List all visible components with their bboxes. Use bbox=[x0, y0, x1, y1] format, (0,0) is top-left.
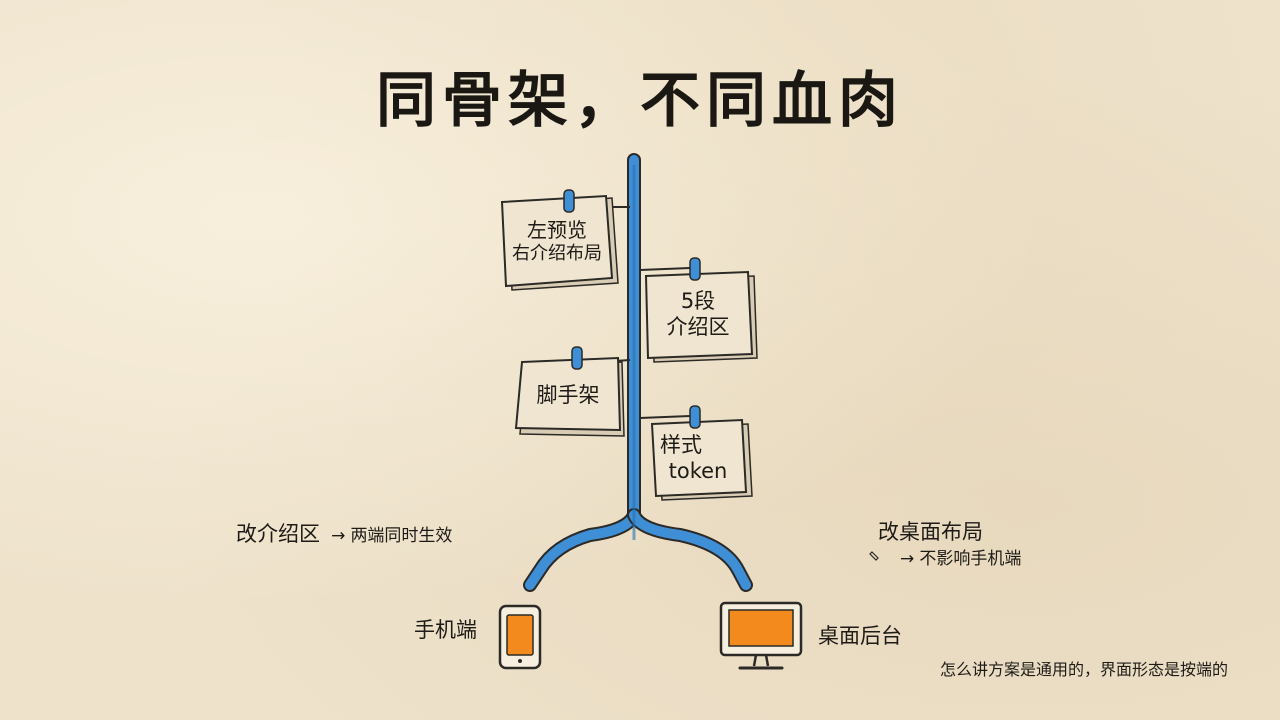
card-scaffold bbox=[514, 346, 625, 437]
card-line: 脚手架 bbox=[536, 383, 600, 407]
page-title: 同骨架，不同血肉 bbox=[376, 66, 904, 136]
card-preview-layout bbox=[500, 189, 619, 291]
clip-icon bbox=[689, 257, 701, 281]
card-style-token bbox=[650, 405, 753, 501]
clip-icon bbox=[689, 405, 701, 429]
card-preview-layout-text: 左预览 右介绍布局 bbox=[498, 218, 616, 266]
card-five-sections-text: 5段 介绍区 bbox=[646, 288, 750, 341]
right-annotation-result-line: → 不影响手机端 bbox=[900, 544, 1021, 569]
card-five-sections bbox=[644, 257, 758, 363]
right-annotation-action: 改桌面布局 bbox=[878, 520, 983, 544]
card-style-token-text: 样式 token bbox=[650, 432, 746, 485]
left-annotation: 改介绍区 → 两端同时生效 bbox=[236, 518, 452, 548]
right-annotation-arrow: → bbox=[900, 549, 915, 569]
card-line: 5段 bbox=[680, 289, 716, 313]
desktop-monitor-icon bbox=[719, 601, 803, 670]
clip-icon bbox=[571, 346, 583, 370]
mobile-label: 手机端 bbox=[414, 618, 477, 642]
footnote: 怎么讲方案是通用的，界面形态是按端的 bbox=[940, 660, 1229, 679]
clip-icon bbox=[563, 189, 575, 213]
skeleton-trunk bbox=[523, 153, 753, 592]
card-line: 介绍区 bbox=[666, 315, 730, 340]
right-annotation-result: 不影响手机端 bbox=[919, 549, 1022, 569]
card-line: 右介绍布局 bbox=[512, 243, 602, 264]
left-annotation-result: 两端同时生效 bbox=[350, 526, 453, 546]
left-annotation-action: 改介绍区 bbox=[236, 522, 320, 546]
card-line: token bbox=[668, 459, 728, 484]
card-scaffold-text: 脚手架 bbox=[516, 382, 620, 408]
card-line: 左预览 bbox=[527, 218, 587, 242]
desktop-label: 桌面后台 bbox=[818, 624, 902, 648]
left-annotation-arrow: → bbox=[331, 526, 346, 546]
mobile-phone-icon bbox=[498, 604, 542, 670]
card-line: 样式 bbox=[660, 433, 702, 457]
pencil-mark-icon bbox=[869, 551, 879, 561]
